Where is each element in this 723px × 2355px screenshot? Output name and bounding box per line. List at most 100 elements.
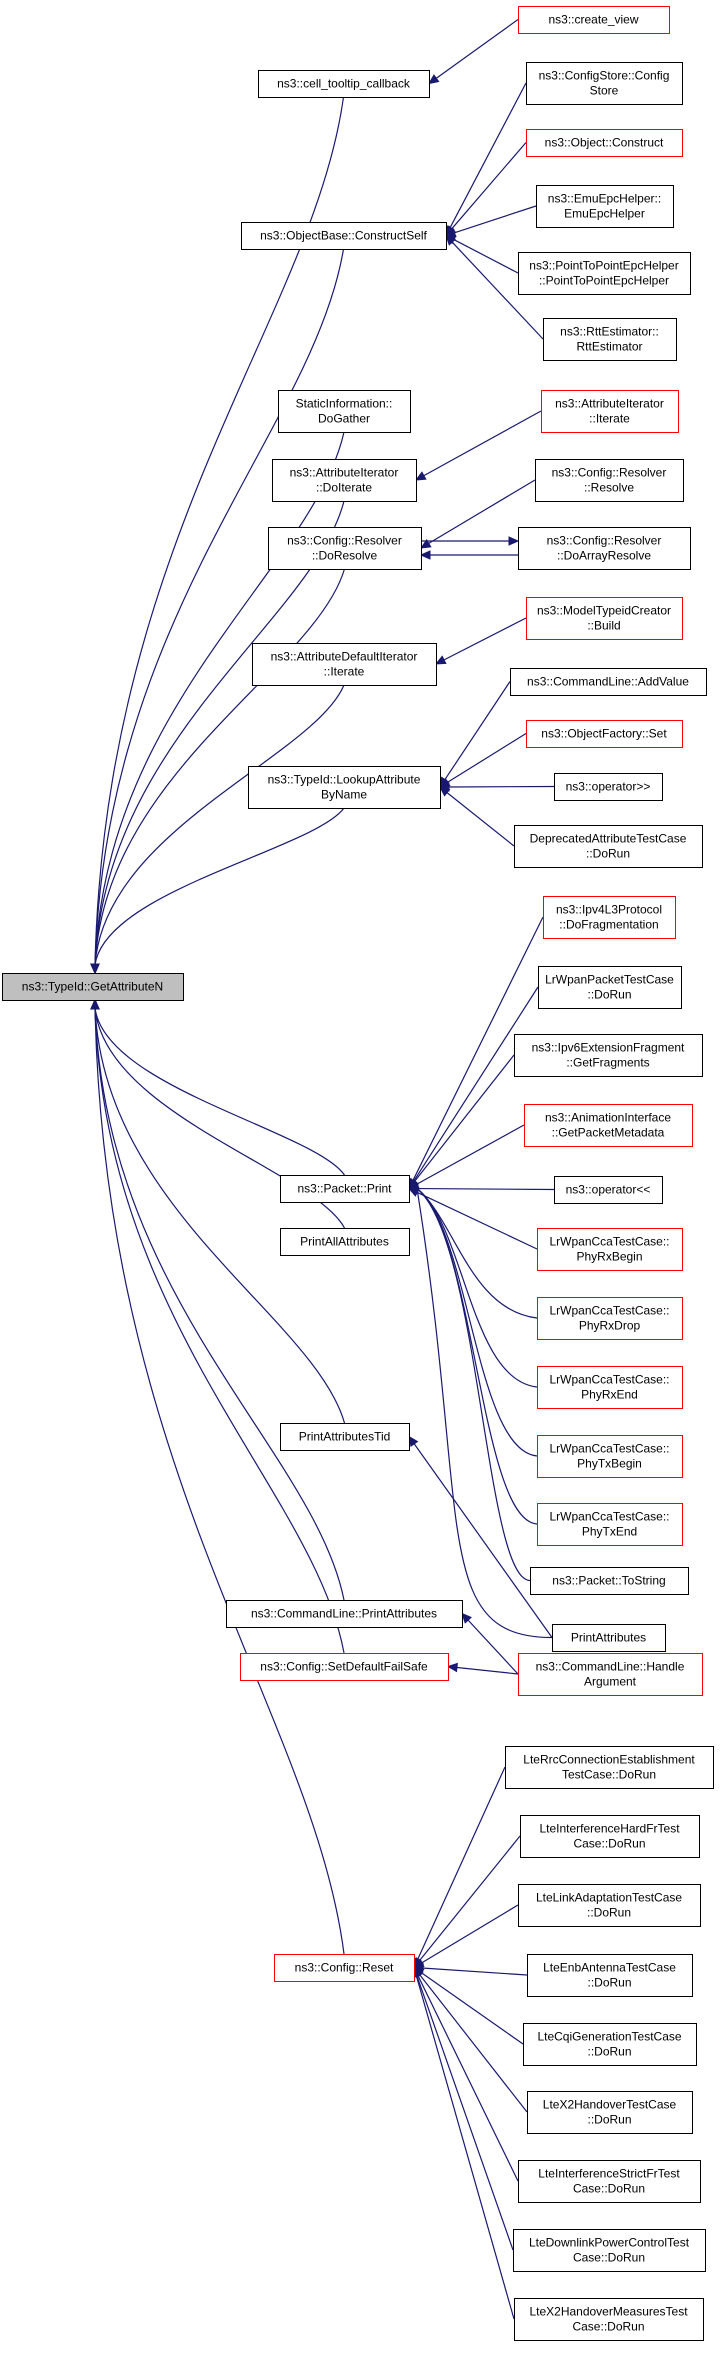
node-ipv4l3[interactable]: ns3::Ipv4L3Protocol::DoFragmentation	[543, 896, 676, 939]
call-edges	[90, 19, 555, 2320]
node-label: ns3::ObjectFactory::Set	[541, 727, 667, 741]
node-lte_cqi[interactable]: LteCqiGenerationTestCase::DoRun	[523, 2023, 697, 2066]
node-label: LteRrcConnectionEstablishment	[523, 1753, 695, 1767]
node-lte_link_adapt[interactable]: LteLinkAdaptationTestCase::DoRun	[518, 1884, 701, 1927]
edge-print_attrs_tid-to-root	[90, 998, 346, 1424]
node-label: LrWpanCcaTestCase::	[549, 1235, 669, 1249]
node-label: PhyRxBegin	[576, 1250, 642, 1264]
node-label: ns3::EmuEpcHelper::	[548, 192, 661, 206]
node-lrwpan_packet[interactable]: LrWpanPacketTestCase::DoRun	[538, 966, 682, 1009]
node-static_info[interactable]: StaticInformation::DoGather	[278, 390, 411, 433]
node-label: ns3::ModelTypeidCreator	[537, 604, 671, 618]
node-print_attrs[interactable]: PrintAttributes	[552, 1624, 666, 1652]
edge-phy_tx_begin-to-packet_print	[407, 1183, 538, 1457]
edge-resolver_doresolve-to-resolver_doarray	[421, 536, 520, 546]
node-label: ns3::Ipv6ExtensionFragment	[532, 1041, 685, 1055]
node-label: ::DoFragmentation	[559, 918, 658, 932]
node-packet_print[interactable]: ns3::Packet::Print	[280, 1175, 410, 1203]
node-label: TestCase::DoRun	[562, 1768, 656, 1782]
node-label: LteDownlinkPowerControlTest	[529, 2236, 690, 2250]
node-phy_rx_begin[interactable]: LrWpanCcaTestCase::PhyRxBegin	[537, 1228, 683, 1271]
node-label: ::DoRun	[587, 1976, 631, 1990]
node-label: ns3::Config::Resolver	[552, 466, 667, 480]
node-create_view[interactable]: ns3::create_view	[518, 6, 670, 34]
edge-lte_x2_handover-to-config_reset	[413, 1966, 528, 2113]
node-label: PrintAttributesTid	[299, 1430, 391, 1444]
node-packet_tostring[interactable]: ns3::Packet::ToString	[530, 1567, 689, 1595]
edge-op_rshift-to-lookup_attr	[438, 782, 555, 792]
node-label: ::PointToPointEpcHelper	[539, 274, 669, 288]
edge-p2p_epc-to-construct_self	[444, 234, 519, 274]
node-label: PhyRxEnd	[581, 1388, 638, 1402]
edge-phy_tx_end-to-packet_print	[407, 1183, 538, 1525]
node-resolver_resolve[interactable]: ns3::Config::Resolver::Resolve	[535, 459, 684, 502]
node-config_reset[interactable]: ns3::Config::Reset	[274, 1954, 415, 1982]
node-label: ::DoRun	[587, 1906, 631, 1920]
node-label: ns3::ObjectBase::ConstructSelf	[260, 229, 427, 243]
node-root[interactable]: ns3::TypeId::GetAttributeN	[2, 973, 184, 1001]
node-lte_enb_antenna[interactable]: LteEnbAntennaTestCase::DoRun	[527, 1954, 693, 1997]
edge-object_construct-to-construct_self	[445, 142, 527, 237]
node-label: ::GetFragments	[566, 1056, 649, 1070]
edge-handle_arg-to-set_default_failsafe	[446, 1662, 519, 1675]
node-label: ::DoRun	[587, 2113, 631, 2127]
node-label: ::Iterate	[589, 412, 630, 426]
node-set_default_failsafe[interactable]: ns3::Config::SetDefaultFailSafe	[240, 1653, 449, 1681]
node-phy_rx_end[interactable]: LrWpanCcaTestCase::PhyRxEnd	[537, 1366, 683, 1409]
node-phy_rx_drop[interactable]: LrWpanCcaTestCase::PhyRxDrop	[537, 1297, 683, 1340]
edge-phy_rx_drop-to-packet_print	[407, 1183, 538, 1319]
node-phy_tx_begin[interactable]: LrWpanCcaTestCase::PhyTxBegin	[537, 1435, 683, 1478]
node-label: PhyTxEnd	[582, 1525, 637, 1539]
edge-handle_arg-to-cmdline_printattrs	[461, 1612, 519, 1675]
node-label: LteEnbAntennaTestCase	[543, 1961, 676, 1975]
edge-packet_print-to-root	[90, 998, 345, 1176]
edge-print_attrs-to-packet_print	[407, 1183, 553, 1639]
node-label: LrWpanCcaTestCase::	[549, 1304, 669, 1318]
edge-lte_interf_hard-to-config_reset	[413, 1835, 521, 1969]
node-objfactory_set[interactable]: ns3::ObjectFactory::Set	[526, 720, 683, 748]
node-attr_default_iter[interactable]: ns3::AttributeDefaultIterator::Iterate	[252, 643, 437, 686]
node-lte_rrc[interactable]: LteRrcConnectionEstablishmentTestCase::D…	[505, 1746, 714, 1789]
node-label: ns3::AttributeIterator	[290, 466, 399, 480]
node-deprecated_attr[interactable]: DeprecatedAttributeTestCase::DoRun	[514, 825, 703, 868]
node-label: RttEstimator	[576, 340, 642, 354]
node-construct_self[interactable]: ns3::ObjectBase::ConstructSelf	[241, 222, 447, 250]
node-phy_tx_end[interactable]: LrWpanCcaTestCase::PhyTxEnd	[537, 1503, 683, 1546]
node-label: ns3::Object::Construct	[545, 136, 664, 150]
node-rtt_est[interactable]: ns3::RttEstimator::RttEstimator	[543, 318, 677, 361]
node-label: Argument	[584, 1675, 637, 1689]
node-object_construct[interactable]: ns3::Object::Construct	[526, 129, 683, 157]
node-op_lshift[interactable]: ns3::operator<<	[554, 1176, 663, 1204]
node-op_rshift[interactable]: ns3::operator>>	[554, 773, 663, 801]
node-anim_iface[interactable]: ns3::AnimationInterface::GetPacketMetada…	[524, 1104, 693, 1147]
node-label: ns3::AnimationInterface	[545, 1111, 671, 1125]
node-print_attrs_tid[interactable]: PrintAttributesTid	[280, 1423, 410, 1451]
node-model_typeid[interactable]: ns3::ModelTypeidCreator::Build	[526, 597, 683, 640]
node-resolver_doarray[interactable]: ns3::Config::Resolver::DoArrayResolve	[518, 527, 691, 570]
node-resolver_doresolve[interactable]: ns3::Config::Resolver::DoResolve	[268, 527, 422, 570]
node-label: ns3::PointToPointEpcHelper	[529, 259, 678, 273]
node-p2p_epc[interactable]: ns3::PointToPointEpcHelper::PointToPoint…	[518, 252, 691, 295]
node-label: ::Resolve	[584, 481, 634, 495]
node-cmdline_addvalue[interactable]: ns3::CommandLine::AddValue	[510, 668, 707, 696]
node-attr_iter_doiterate[interactable]: ns3::AttributeIterator::DoIterate	[272, 459, 417, 502]
node-label: ns3::RttEstimator::	[560, 325, 659, 339]
node-label: LrWpanCcaTestCase::	[549, 1442, 669, 1456]
node-label: LteX2HandoverTestCase	[543, 2098, 677, 2112]
node-cmdline_printattrs[interactable]: ns3::CommandLine::PrintAttributes	[226, 1600, 463, 1628]
node-label: DeprecatedAttributeTestCase	[530, 832, 687, 846]
node-configstore[interactable]: ns3::ConfigStore::ConfigStore	[526, 62, 683, 105]
node-print_all_attrs[interactable]: PrintAllAttributes	[280, 1228, 410, 1256]
node-lte_x2_handover[interactable]: LteX2HandoverTestCase::DoRun	[527, 2091, 693, 2134]
node-emu_epc[interactable]: ns3::EmuEpcHelper::EmuEpcHelper	[536, 185, 674, 228]
edge-model_typeid-to-attr_default_iter	[434, 617, 527, 665]
node-cell_tooltip[interactable]: ns3::cell_tooltip_callback	[258, 70, 430, 98]
node-ipv6ext[interactable]: ns3::Ipv6ExtensionFragment::GetFragments	[514, 1034, 703, 1077]
node-attr_iter_iterate[interactable]: ns3::AttributeIterator::Iterate	[541, 390, 679, 433]
